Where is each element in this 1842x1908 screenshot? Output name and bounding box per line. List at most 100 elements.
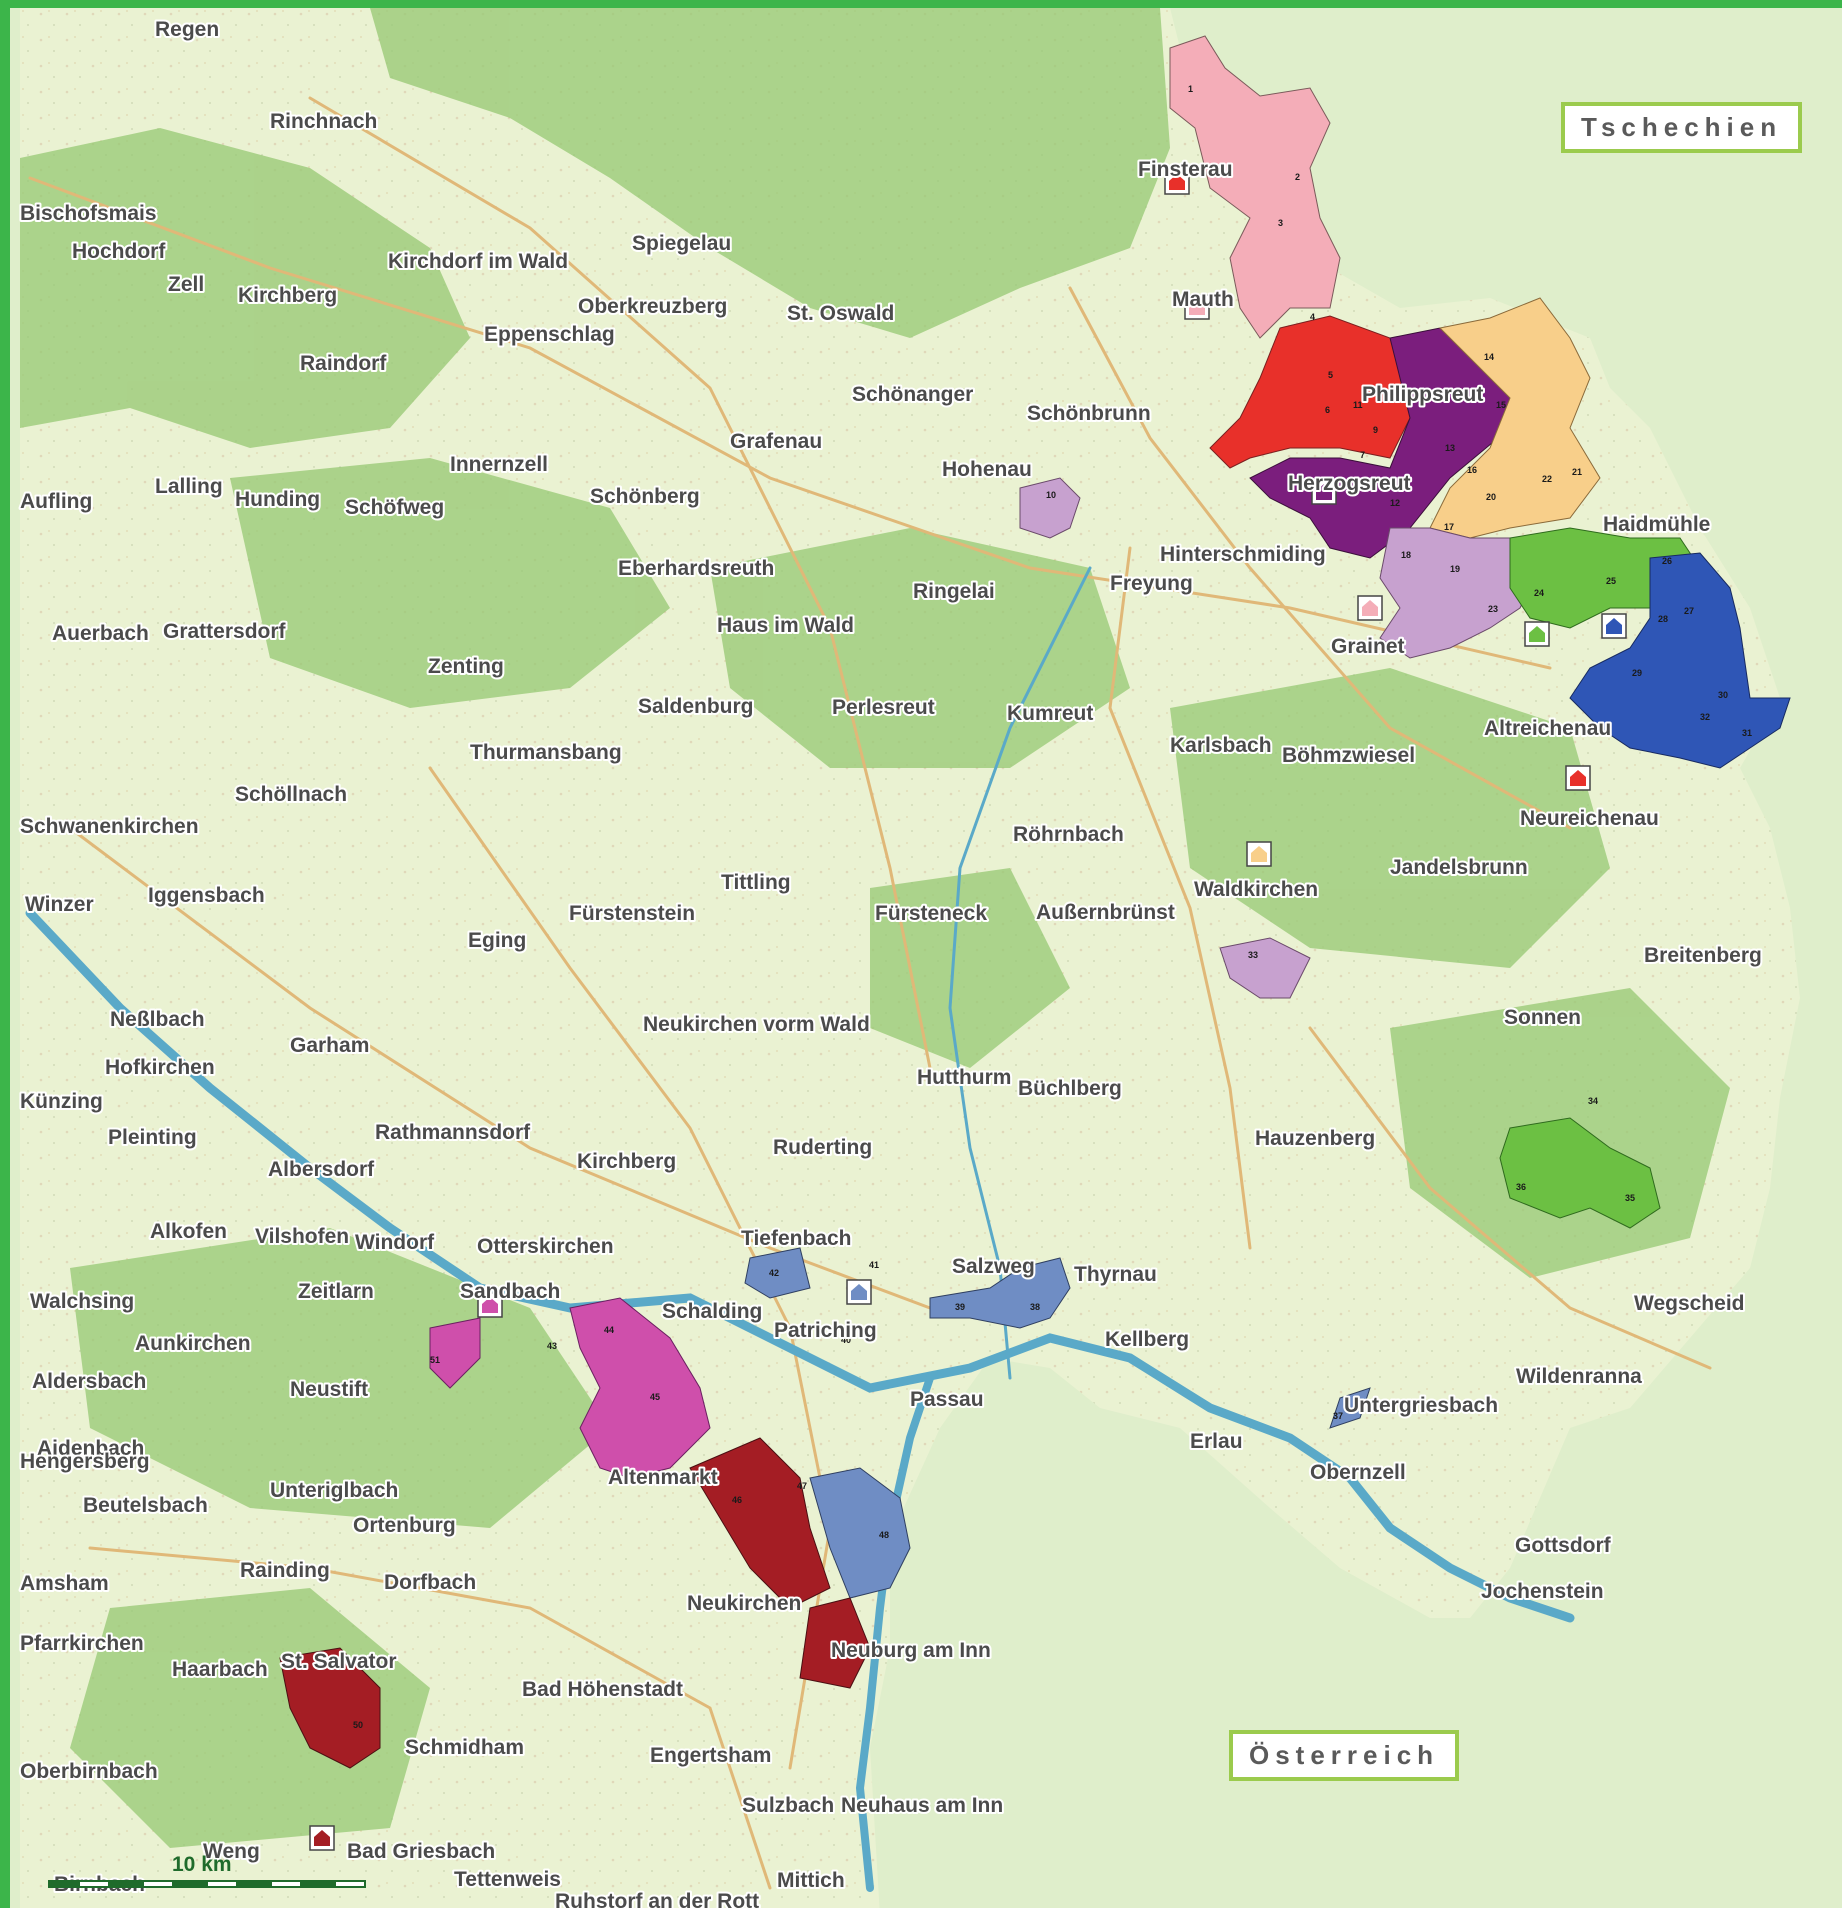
district-number: 1 bbox=[1188, 84, 1193, 94]
place-label: Wildenranna bbox=[1516, 1365, 1642, 1388]
house-icon bbox=[1316, 484, 1332, 500]
place-label: Büchlberg bbox=[1018, 1077, 1122, 1100]
place-label: Rathmannsdorf bbox=[375, 1121, 531, 1144]
place-label: Bad Griesbach bbox=[347, 1840, 495, 1863]
place-label: Neustift bbox=[290, 1378, 368, 1401]
district-33 bbox=[1219, 937, 1311, 999]
district-number: 25 bbox=[1606, 576, 1616, 586]
district-number: 29 bbox=[1632, 668, 1642, 678]
place-label: Böhmzwiesel bbox=[1282, 744, 1415, 767]
forestry-office-marker[interactable] bbox=[846, 1279, 872, 1305]
forestry-office-marker[interactable] bbox=[477, 1292, 503, 1318]
place-label: Hunding bbox=[235, 488, 320, 511]
district-number: 45 bbox=[650, 1392, 660, 1402]
place-label: Eging bbox=[468, 929, 526, 952]
place-label: Schöllnach bbox=[235, 783, 347, 806]
district-number: 11 bbox=[1353, 400, 1363, 410]
district-27-32 bbox=[1569, 552, 1791, 769]
district-number: 6 bbox=[1325, 405, 1330, 415]
place-label: Wegscheid bbox=[1634, 1292, 1744, 1315]
district-number: 10 bbox=[1046, 490, 1056, 500]
forestry-office-marker[interactable] bbox=[1311, 479, 1337, 505]
place-label: Schönbrunn bbox=[1027, 402, 1151, 425]
district-number: 22 bbox=[1542, 474, 1552, 484]
place-label: Kirchdorf im Wald bbox=[388, 250, 568, 273]
district-number: 23 bbox=[1488, 604, 1498, 614]
road bbox=[1308, 1026, 1712, 1370]
place-label: Aldersbach bbox=[32, 1370, 146, 1393]
place-label: Mauth bbox=[1172, 288, 1234, 311]
place-label: Weng bbox=[203, 1840, 260, 1863]
district-number: 37 bbox=[1333, 1411, 1343, 1421]
place-label: Haus im Wald bbox=[717, 614, 854, 637]
forest-central bbox=[230, 458, 670, 708]
district-number: 18 bbox=[1401, 550, 1411, 560]
place-label: Innernzell bbox=[450, 453, 548, 476]
forest-west bbox=[20, 128, 470, 448]
forestry-office-marker[interactable] bbox=[1164, 169, 1190, 195]
place-label: Neuburg am Inn bbox=[831, 1639, 991, 1662]
district-number: 12 bbox=[1390, 498, 1400, 508]
place-label: Pleinting bbox=[108, 1126, 197, 1149]
place-label: Neukirchen vorm Wald bbox=[643, 1013, 870, 1036]
place-label: Albersdorf bbox=[268, 1158, 375, 1181]
place-label: Philippsreut bbox=[1362, 383, 1483, 406]
forestry-office-marker[interactable] bbox=[1184, 294, 1210, 320]
forestry-office-marker[interactable] bbox=[1565, 765, 1591, 791]
place-label: Haarbach bbox=[172, 1658, 268, 1681]
place-label: Zenting bbox=[428, 655, 504, 678]
district-number: 47 bbox=[797, 1481, 807, 1491]
place-label: Schmidham bbox=[405, 1736, 524, 1759]
place-label: Kirchberg bbox=[577, 1150, 676, 1173]
place-label: Zeitlarn bbox=[298, 1280, 374, 1303]
place-label: Neuhaus am Inn bbox=[841, 1794, 1003, 1817]
place-label: Regen bbox=[155, 18, 219, 41]
place-label: Gottsdorf bbox=[1515, 1534, 1612, 1557]
place-label: Neßlbach bbox=[110, 1008, 205, 1031]
place-label: Passau bbox=[910, 1388, 984, 1411]
road bbox=[88, 1546, 772, 1890]
place-label: Grattersdorf bbox=[163, 620, 287, 643]
place-label: Oberkreuzberg bbox=[578, 295, 727, 318]
road bbox=[308, 96, 932, 1070]
forest-districts bbox=[279, 35, 1791, 1769]
place-label: Unteriglbach bbox=[270, 1479, 398, 1502]
scale-bar-ticks bbox=[80, 1882, 364, 1886]
place-label: Schöfweg bbox=[345, 496, 444, 519]
place-label: Hochdorf bbox=[72, 240, 166, 263]
road bbox=[28, 176, 1552, 670]
place-label: Hutthurm bbox=[917, 1066, 1011, 1089]
place-label: Hofkirchen bbox=[105, 1056, 215, 1079]
country-label-czechia: Tschechien bbox=[1561, 102, 1803, 153]
house-icon bbox=[1362, 600, 1378, 616]
district-50 bbox=[279, 1647, 381, 1769]
forestry-office-marker[interactable] bbox=[1601, 613, 1627, 639]
place-label: St. Salvator bbox=[281, 1650, 397, 1673]
district-number: 5 bbox=[1328, 370, 1333, 380]
house-icon bbox=[314, 1830, 330, 1846]
house-icon bbox=[482, 1297, 498, 1313]
forestry-office-markers bbox=[309, 169, 1627, 1851]
place-label: Patriching bbox=[774, 1319, 877, 1342]
house-icon bbox=[1189, 299, 1205, 315]
district-number: 42 bbox=[769, 1268, 779, 1278]
place-label: Rainding bbox=[240, 1559, 330, 1582]
forestry-office-marker[interactable] bbox=[1524, 621, 1550, 647]
forestry-office-marker[interactable] bbox=[309, 1825, 335, 1851]
district-14-22 bbox=[1429, 297, 1601, 539]
forestry-office-marker[interactable] bbox=[1246, 841, 1272, 867]
district-number: 49 bbox=[845, 1647, 855, 1657]
district-46-47 bbox=[689, 1437, 831, 1609]
district-number: 21 bbox=[1572, 467, 1582, 477]
district-number: 41 bbox=[869, 1260, 879, 1270]
map-canvas[interactable]: 1234567891011121314151617181920212223242… bbox=[10, 8, 1842, 1908]
place-label: Kumreut bbox=[1007, 702, 1093, 725]
district-38-39 bbox=[929, 1257, 1071, 1329]
forestry-office-marker[interactable] bbox=[1357, 595, 1383, 621]
place-label: Mittich bbox=[777, 1869, 845, 1892]
place-label: Lalling bbox=[155, 475, 223, 498]
place-label: Aufling bbox=[20, 490, 92, 513]
place-label: Künzing bbox=[20, 1090, 103, 1113]
house-icon bbox=[1570, 770, 1586, 786]
